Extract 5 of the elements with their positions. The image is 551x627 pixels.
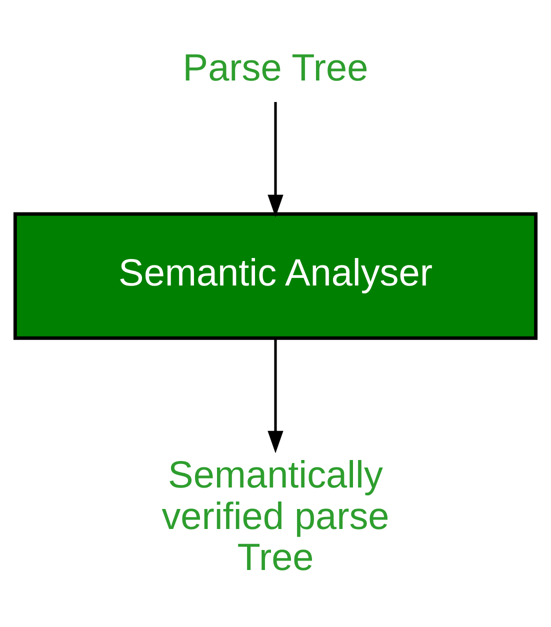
node-box: Semantic Analyser [13,212,538,340]
node-text: Parse Tree [182,47,368,90]
arrow [268,101,284,217]
node-text: Semantically verified parse Tree [162,454,390,579]
arrow [268,338,284,453]
